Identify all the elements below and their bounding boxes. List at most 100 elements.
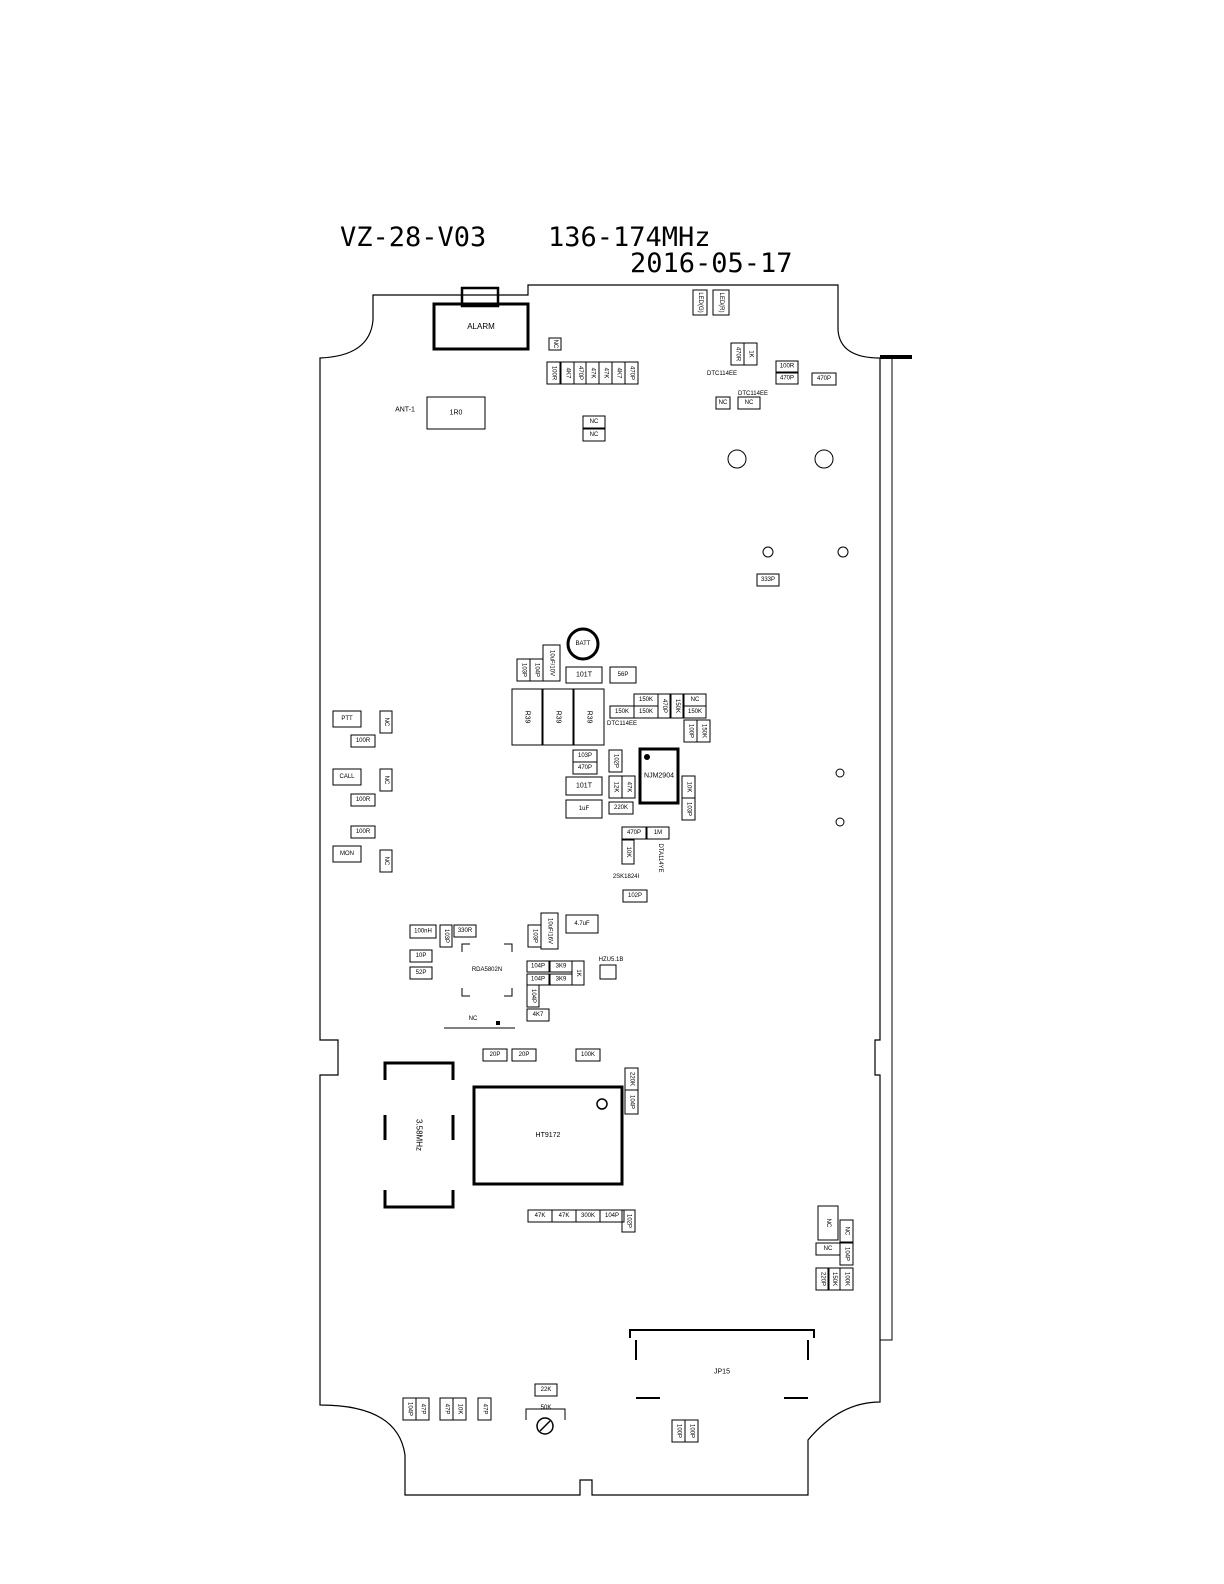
component-r-47k-d: 47K [527,1209,553,1223]
component-label: PTT [341,716,353,722]
component-label: 330R [458,928,473,934]
component-label: RDA5802N [472,967,502,973]
board-outline [319,284,881,1496]
component-label: 100R [551,366,557,381]
component-nc-j: NC [817,1205,839,1241]
component-label: 10K [686,782,692,793]
component-label: NJM2904 [644,773,674,780]
component-led-g: LED(G) [692,289,708,316]
component-label: 1R0 [450,410,463,417]
component-label: NC [719,400,728,406]
component-r-100r-b: 100R [775,360,799,373]
component-body [565,914,599,934]
component-label: 47K [603,368,609,379]
component-c-47p-b: 47P [439,1397,454,1421]
component-c-104p-e: 104P [624,1089,639,1115]
mount-hole [835,817,845,827]
component-ic-njm: NJM2904 [638,747,680,805]
component-label: 3K9 [556,977,567,983]
component-c-470p-f: 470P [572,761,598,775]
component-batt: BATT [576,641,591,647]
component-body [546,361,561,385]
component-label: 100P [688,724,694,738]
component-r-100k-a: 100K [575,1048,601,1062]
component-body [599,964,617,980]
trimmer-slot [539,1420,551,1432]
component-r-4k7-c: 4K7 [526,1008,550,1022]
component-r-47k-a: 47K [585,361,600,385]
component-body [756,573,780,587]
component-c-100p-a: 100P [683,719,698,743]
component-body [415,1397,430,1421]
component-r-100r-a: 100R [546,361,561,385]
component-body [477,1397,492,1421]
component-label: 100K [844,1272,850,1286]
component-r-100k-b: 100K [839,1267,854,1291]
component-q-101t-b: 101T [565,776,603,796]
component-label: DTA114YE [657,843,663,872]
component-label: 102P [626,1214,632,1228]
component-label: R39 [524,711,531,724]
component-label: 47K [559,1213,570,1219]
mount-hole [837,546,849,558]
component-c-103p-a: 103P [516,658,531,682]
component-q-dta: DTA114YE [657,843,663,872]
component-body [332,710,362,728]
component-r-100r-d: 100R [350,793,376,807]
component-c-470p-b: 470P [624,361,639,385]
component-r-300k: 300K [575,1209,601,1223]
component-label: 50K [541,1405,552,1411]
component-label: 4K7 [533,1012,544,1018]
component-label: 470P [627,830,641,836]
component-nc-d: NC [737,396,761,410]
component-label: ANT-1 [395,407,415,414]
component-label: 102P [628,893,642,899]
trimmer-bracket [525,1408,566,1420]
component-ant-1: ANT-1 [395,407,415,414]
component-c-104p-h: 104P [402,1397,417,1421]
component-label: 150K [831,1272,837,1286]
component-body [540,912,559,950]
mount-hole [814,449,834,469]
component-c-104p-g: 104P [839,1242,854,1266]
component-body [432,302,530,351]
component-label: NC [844,1227,850,1236]
component-label: 1K [575,969,581,976]
component-body [379,768,393,792]
component-r39-b: R39 [542,688,574,746]
component-label: 100R [356,738,371,744]
component-body [350,825,376,839]
component-r-330r: 330R [453,924,477,938]
component-label: 100P [689,1424,695,1438]
frequency-band: 136-174MHz [548,222,711,253]
component-body [599,1209,625,1223]
mount-hole [727,449,747,469]
component-c-100p-c: 100P [684,1419,699,1443]
component-c-103p-c: 103P [681,797,696,821]
njm-pin1 [644,754,650,760]
component-body [511,688,543,746]
component-label: 103P [532,929,538,943]
component-label: 104P [844,1247,850,1261]
component-label: 4K7 [616,368,622,379]
component-body [426,396,486,430]
component-body [670,693,684,719]
component-body [409,924,437,939]
component-nc-e: NC [683,693,707,707]
component-nc-f: NC [379,710,393,734]
board-edge-inner [880,357,893,1341]
jp15-outline [629,1329,815,1399]
component-label: 470P [817,376,831,382]
component-label: 20P [490,1052,501,1058]
component-r-3k9-a: 3K9 [549,960,573,973]
component-label: 100K [581,1052,595,1058]
component-label: 104P [605,1213,619,1219]
component-label: 150K [615,709,629,715]
component-c-47p-a: 47P [415,1397,430,1421]
component-label: NC [383,718,389,727]
component-body [681,797,696,821]
component-body [609,666,637,684]
component-body [775,360,799,373]
component-c-220p: 220P [815,1267,830,1291]
component-c-4u7: 4.7uF [565,914,599,934]
